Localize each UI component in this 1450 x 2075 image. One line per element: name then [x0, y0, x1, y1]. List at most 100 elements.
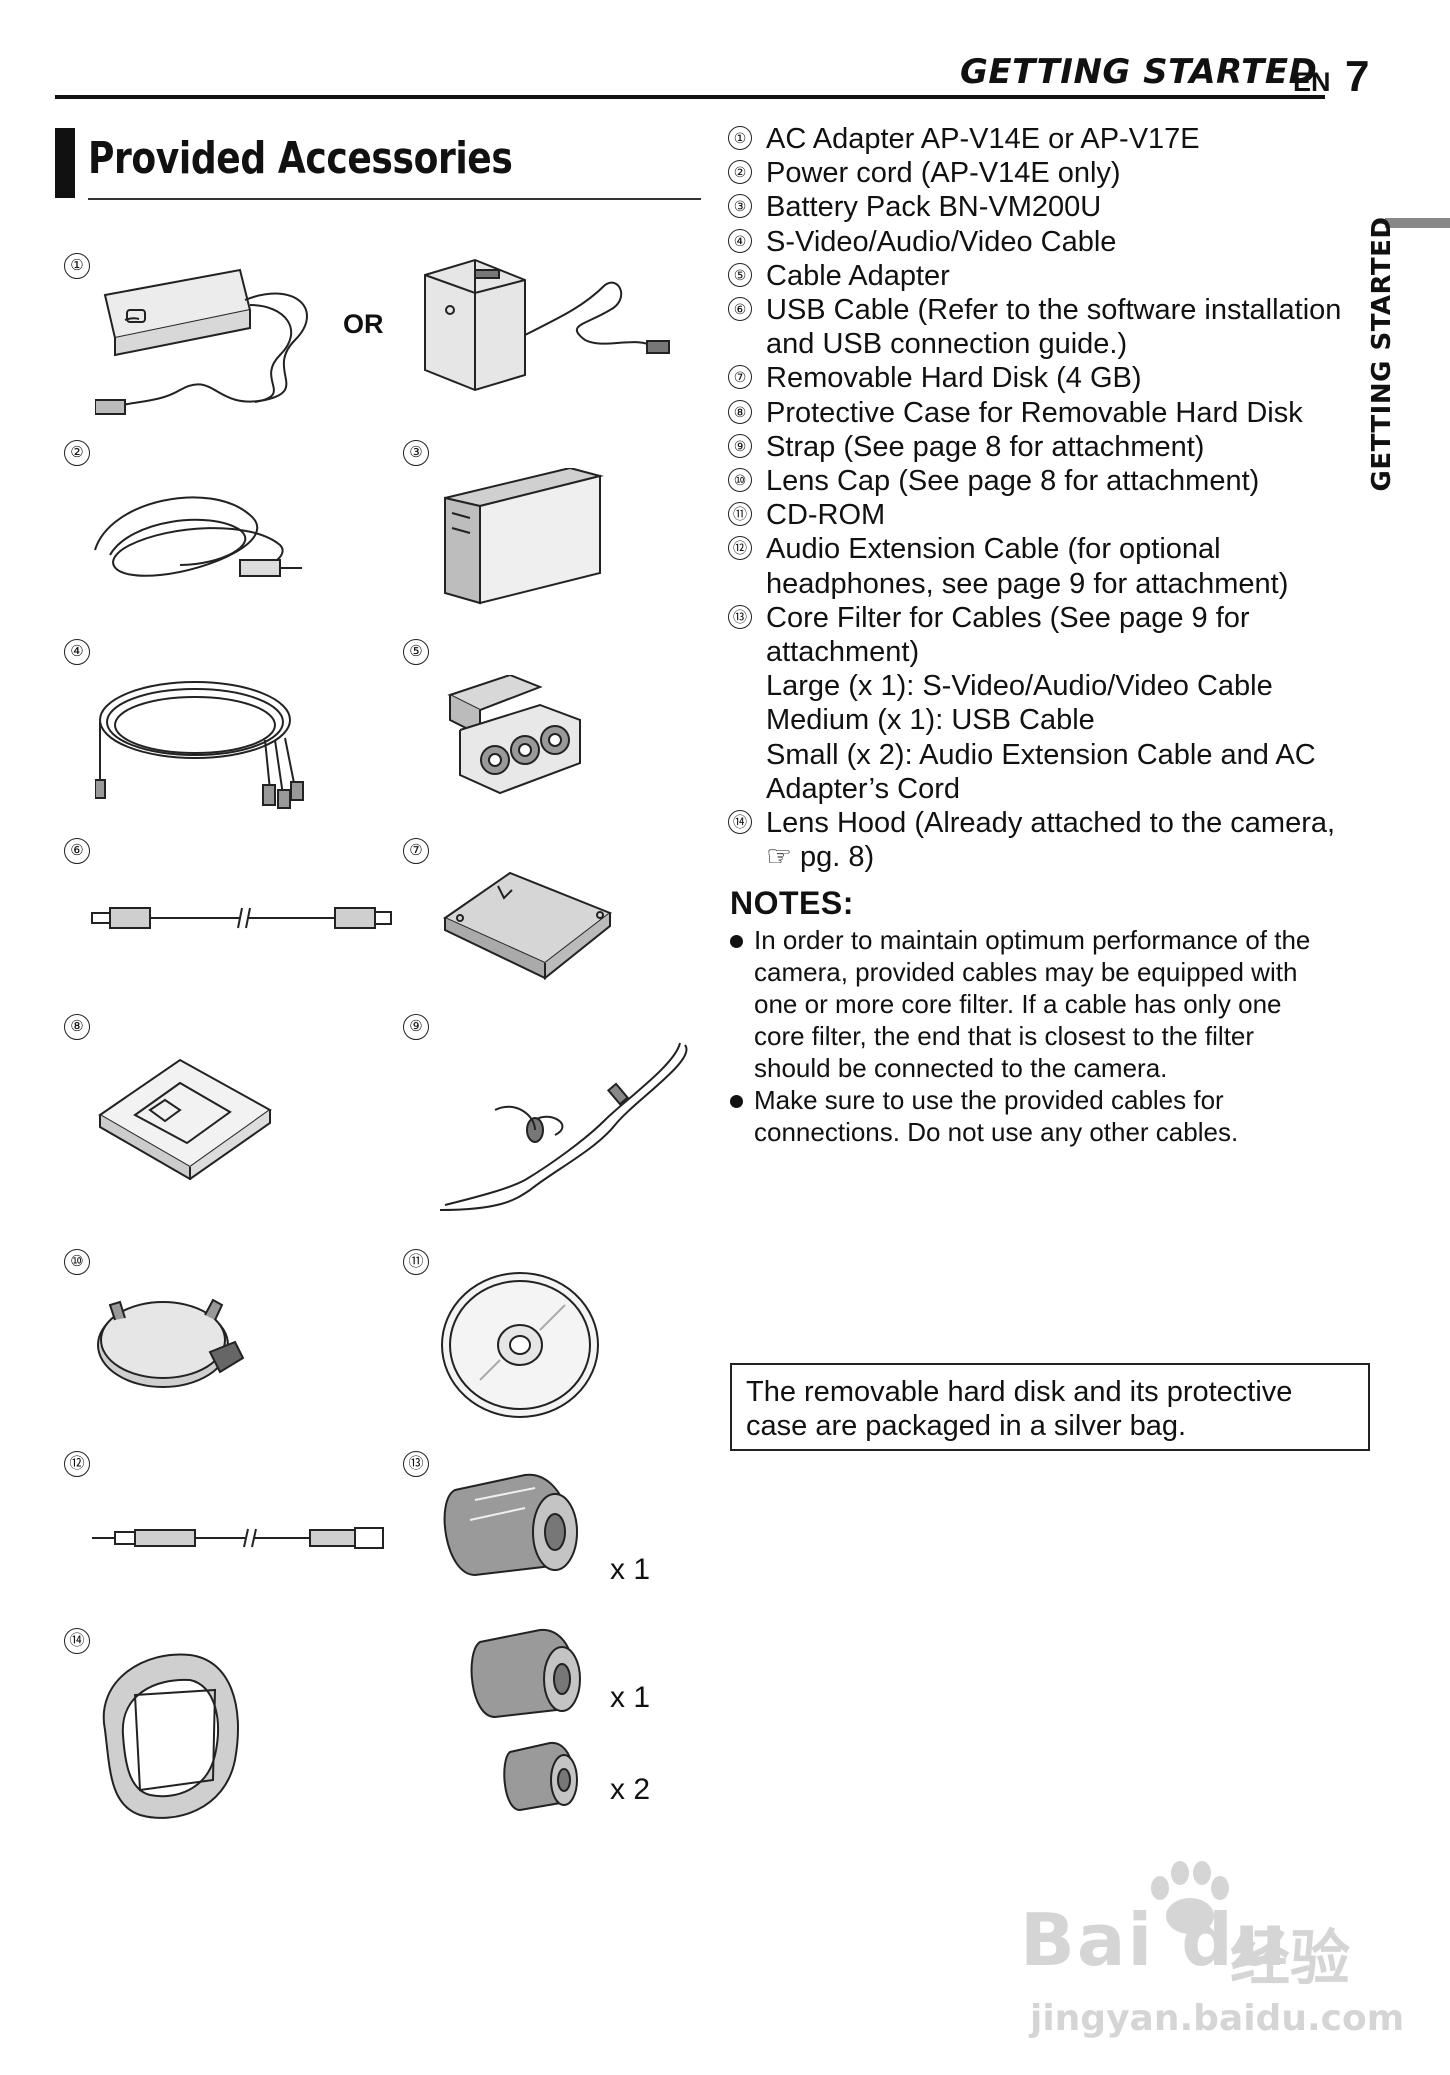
accessory-text: Strap (See page 8 for attachment): [766, 430, 1205, 463]
page-number: 7: [1345, 52, 1370, 101]
info-box: The removable hard disk and its protecti…: [730, 1363, 1370, 1451]
section-rule: [88, 198, 701, 200]
accessory-number: ⑪: [728, 502, 752, 527]
note-text: one or more core filter. If a cable has …: [754, 989, 1282, 1019]
watermark-cjk: 经验: [1230, 1925, 1350, 1992]
accessory-text: Removable Hard Disk (4 GB): [766, 362, 1142, 395]
accessory-number: ⑨: [728, 433, 752, 458]
accessory-number: ②: [728, 160, 752, 185]
notes-list: In order to maintain optimum performance…: [730, 924, 1370, 1148]
core-filter-medium-qty: x 1: [610, 1681, 651, 1714]
accessory-item: ⑤ Cable Adapter: [728, 259, 1368, 293]
header-language: EN: [1293, 67, 1331, 97]
accessory-number: ⑩: [728, 468, 752, 493]
figure-number-2: ②: [64, 440, 90, 466]
accessory-text: Cable Adapter: [766, 259, 950, 292]
notes-title: NOTES:: [730, 885, 854, 921]
figure-number-10: ⑩: [64, 1249, 90, 1275]
accessory-item: ⑪ CD-ROM: [728, 498, 1368, 532]
accessory-text: Adapter’s Cord: [766, 772, 960, 805]
watermark-brand: Bai du: [1020, 1898, 1289, 1982]
accessory-text: S-Video/Audio/Video Cable: [766, 225, 1117, 258]
strap-illustration: [439, 1042, 688, 1211]
accessory-item: ⑨ Strap (See page 8 for attachment): [728, 430, 1368, 464]
accessory-text: Lens Cap (See page 8 for attachment): [766, 465, 1260, 498]
accessory-text: Medium (x 1): USB Cable: [766, 704, 1095, 737]
accessory-text: Core Filter for Cables (See page 9 for: [766, 601, 1250, 634]
lens-cap-illustration: [97, 1298, 245, 1388]
figure-number-13: ⑬: [403, 1451, 429, 1477]
note-item: In order to maintain optimum performance…: [730, 924, 1370, 1084]
core-filter-small-illustration: [503, 1741, 578, 1812]
figure-number-3: ③: [403, 440, 429, 466]
accessory-text: headphones, see page 9 for attachment): [766, 567, 1289, 600]
accessory-number: ①: [728, 126, 752, 150]
accessory-text: Audio Extension Cable (for optional: [766, 533, 1221, 566]
note-text: core filter, the end that is closest to …: [754, 1021, 1255, 1051]
header-rule: [55, 95, 1325, 99]
figure-number-14: ⑭: [64, 1628, 90, 1654]
accessory-text: CD-ROM: [766, 499, 886, 532]
accessory-item: ⑩ Lens Cap (See page 8 for attachment): [728, 464, 1368, 498]
accessory-text: AC Adapter AP-V14E or AP-V17E: [766, 123, 1200, 155]
accessory-text: Large (x 1): S-Video/Audio/Video Cable: [766, 670, 1273, 703]
accessory-item: ④ S-Video/Audio/Video Cable: [728, 225, 1368, 259]
accessory-text: ☞ pg. 8): [766, 841, 875, 874]
accessory-text: Battery Pack BN-VM200U: [766, 191, 1102, 224]
battery-pack-illustration: [444, 468, 604, 605]
audio-extension-cable-illustration: [92, 1527, 384, 1549]
accessory-text: attachment): [766, 636, 920, 669]
accessory-item: ③ Battery Pack BN-VM200U: [728, 190, 1368, 224]
figure-number-11: ⑪: [403, 1249, 429, 1275]
watermark-url: jingyan.baidu.com: [1030, 1998, 1405, 2039]
accessory-number: ⑤: [728, 262, 752, 287]
side-tab-label: GETTING STARTED: [1367, 216, 1397, 492]
core-filter-large-illustration: [443, 1473, 578, 1577]
av-cable-illustration: [95, 681, 304, 809]
accessory-item: ① AC Adapter AP-V14E or AP-V17E: [728, 122, 1368, 156]
note-item: Make sure to use the provided cables for…: [730, 1084, 1370, 1148]
accessory-number: ⑭: [728, 810, 752, 835]
usb-cable-illustration: [91, 907, 392, 929]
cd-rom-illustration: [441, 1272, 599, 1418]
accessory-number: ⑦: [728, 365, 752, 390]
accessory-list: ① AC Adapter AP-V14E or AP-V17E ② Power cor…: [728, 122, 1368, 874]
note-text: camera, provided cables may be equipped …: [754, 957, 1298, 987]
note-text: In order to maintain optimum performance…: [754, 925, 1311, 955]
figure-number-4: ④: [64, 639, 90, 665]
accessory-number: ⑧: [728, 399, 752, 424]
accessory-text: Small (x 2): Audio Extension Cable and A…: [766, 738, 1316, 771]
page-title: Provided Accessories: [88, 133, 513, 184]
accessory-number: ③: [728, 194, 752, 219]
core-filter-medium-illustration: [470, 1628, 581, 1719]
core-filter-large-qty: x 1: [610, 1553, 651, 1586]
accessory-text: USB Cable (Refer to the software install…: [766, 294, 1342, 327]
figure-number-12: ⑫: [64, 1451, 90, 1477]
protective-case-illustration: [98, 1058, 272, 1180]
accessory-number: ④: [728, 228, 752, 253]
removable-hard-disk-illustration: [442, 871, 613, 981]
accessory-text: Power cord (AP-V14E only): [766, 157, 1121, 190]
bullet-icon: [730, 1095, 743, 1108]
accessory-text: Protective Case for Removable Hard Disk: [766, 396, 1303, 429]
core-filter-small-qty: x 2: [610, 1773, 651, 1806]
note-text: should be connected to the camera.: [754, 1053, 1168, 1083]
paw-logo-icon: [1151, 1861, 1229, 1934]
cable-adapter-illustration: [447, 675, 581, 795]
side-tab-bar: [1385, 218, 1450, 228]
accessory-text: and USB connection guide.): [766, 328, 1128, 361]
ac-adapter-alt-illustration: [424, 258, 670, 392]
or-label: OR: [343, 309, 384, 339]
lens-hood-illustration: [102, 1653, 239, 1819]
figure-number-7: ⑦: [403, 838, 429, 864]
header-section-title: GETTING STARTED: [960, 52, 1318, 92]
figure-number-9: ⑨: [403, 1014, 429, 1040]
figure-number-8: ⑧: [64, 1014, 90, 1040]
power-cord-illustration: [94, 496, 302, 577]
accessory-item: ⑧ Protective Case for Removable Hard Disk: [728, 396, 1368, 430]
info-box-text: The removable hard disk and its protecti…: [746, 1376, 1293, 1408]
ac-adapter-illustration: [95, 268, 308, 415]
